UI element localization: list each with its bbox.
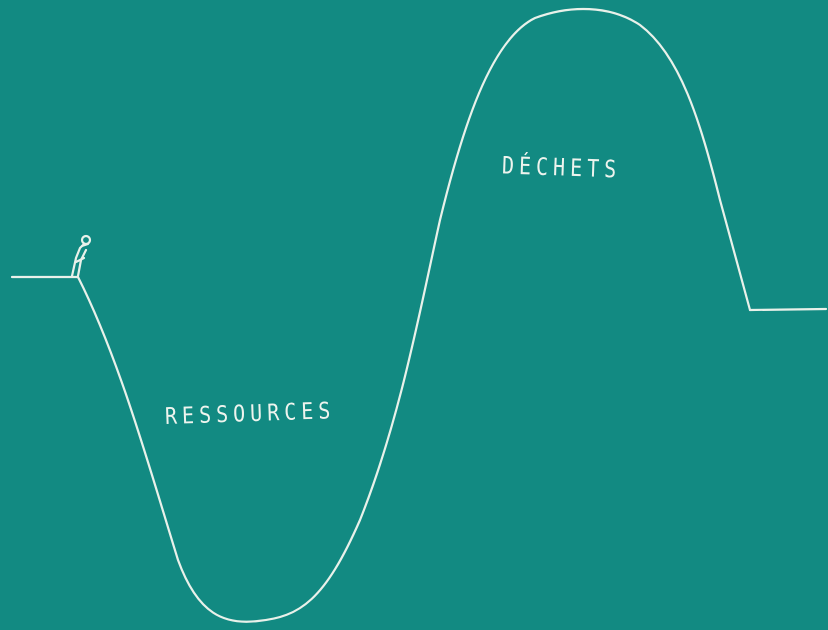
dechets-label: DÉCHETS [501, 151, 621, 184]
person-figure [72, 236, 90, 276]
wave-line [78, 9, 750, 622]
right-ground-line [750, 309, 826, 310]
